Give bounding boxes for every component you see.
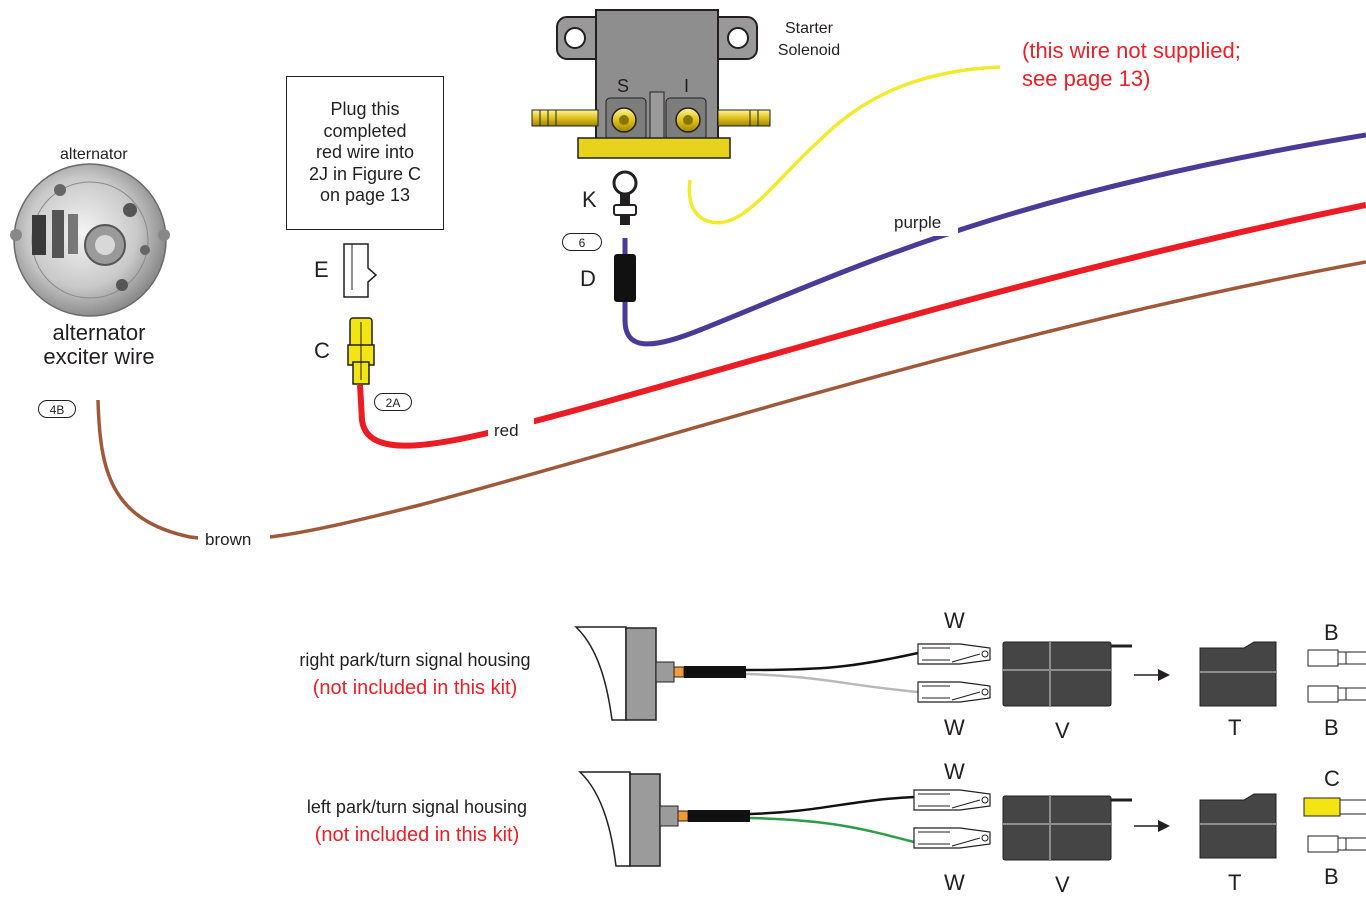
terminal-w-icon [913, 789, 991, 811]
terminal-w-icon [917, 643, 991, 665]
solenoid-title-2: Solenoid [777, 42, 841, 59]
solenoid-title-1: Starter [784, 20, 833, 37]
alternator-exciter-label-2: exciter wire [43, 344, 155, 369]
terminal-c-yellow-icon [1303, 797, 1366, 817]
starter-solenoid-icon [531, 9, 771, 159]
terminal-s-label: S [617, 76, 630, 96]
right-b-bottom-label: B [1324, 715, 1339, 740]
part-c-label: C [314, 338, 330, 363]
callout-2a: 2A [374, 393, 412, 411]
plug-note-line: completed [323, 120, 407, 141]
left-housing-assembly [578, 771, 1366, 867]
yellow-wire-note-1: (this wire not supplied; [1022, 38, 1241, 63]
connector-v-icon [1002, 795, 1132, 861]
connector-d-icon [614, 254, 636, 302]
right-housing-note: (not included in this kit) [312, 677, 518, 699]
right-w-bottom-label: W [944, 715, 965, 740]
right-v-label: V [1055, 718, 1070, 743]
callout-6: 6 [562, 233, 602, 251]
terminal-b-icon [1307, 685, 1366, 703]
plug-note-line: 2J in Figure C [308, 163, 422, 184]
connector-t-icon [1199, 641, 1277, 707]
right-b-top-label: B [1324, 620, 1339, 645]
plug-note-line: Plug this [330, 99, 400, 120]
part-k-label: K [582, 187, 597, 212]
plug-note-box: Plug this completed red wire into 2J in … [286, 76, 444, 230]
terminal-i-label: I [684, 76, 690, 96]
brown-wire-label: brown [205, 530, 252, 549]
connector-v-icon [1002, 641, 1132, 707]
red-wire [357, 202, 1366, 449]
arrow-right-icon [1134, 669, 1170, 681]
alternator-top-label: alternator [60, 146, 128, 163]
part-d-label: D [580, 266, 596, 291]
left-c-top-label: C [1324, 766, 1340, 791]
brown-wire [96, 260, 1366, 542]
connector-t-icon [1199, 793, 1277, 859]
connector-c-icon [347, 317, 375, 385]
yellow-wire-note-2: see page 13) [1022, 66, 1151, 91]
arrow-right-icon [1134, 820, 1170, 832]
right-t-label: T [1228, 715, 1242, 740]
purple-wire-label: purple [894, 213, 942, 232]
right-housing-label: right park/turn signal housing [299, 650, 531, 670]
yellow-wire [687, 65, 1001, 225]
left-w-top-label: W [944, 759, 965, 784]
terminal-w-icon [913, 827, 991, 849]
terminal-w-icon [917, 681, 991, 703]
purple-wire [622, 132, 1366, 347]
left-v-label: V [1055, 872, 1070, 897]
left-w-bottom-label: W [944, 870, 965, 895]
left-t-label: T [1228, 870, 1242, 895]
plug-note-line: red wire into [315, 142, 415, 163]
ring-terminal-k-icon [612, 170, 638, 225]
connector-e-icon [343, 243, 378, 298]
terminal-b-icon [1307, 835, 1366, 853]
alternator-exciter-label-1: alternator [52, 320, 146, 345]
alternator-icon [10, 163, 170, 317]
plug-note-line: on page 13 [319, 185, 411, 206]
right-w-top-label: W [944, 608, 965, 633]
left-b-bottom-label: B [1324, 864, 1339, 889]
left-housing-note: (not included in this kit) [314, 824, 520, 846]
terminal-b-icon [1307, 649, 1366, 667]
right-housing-assembly [574, 626, 1366, 721]
callout-4b: 4B [38, 400, 76, 418]
red-wire-label: red [494, 421, 519, 440]
part-e-label: E [314, 257, 329, 282]
left-housing-label: left park/turn signal housing [306, 797, 528, 817]
